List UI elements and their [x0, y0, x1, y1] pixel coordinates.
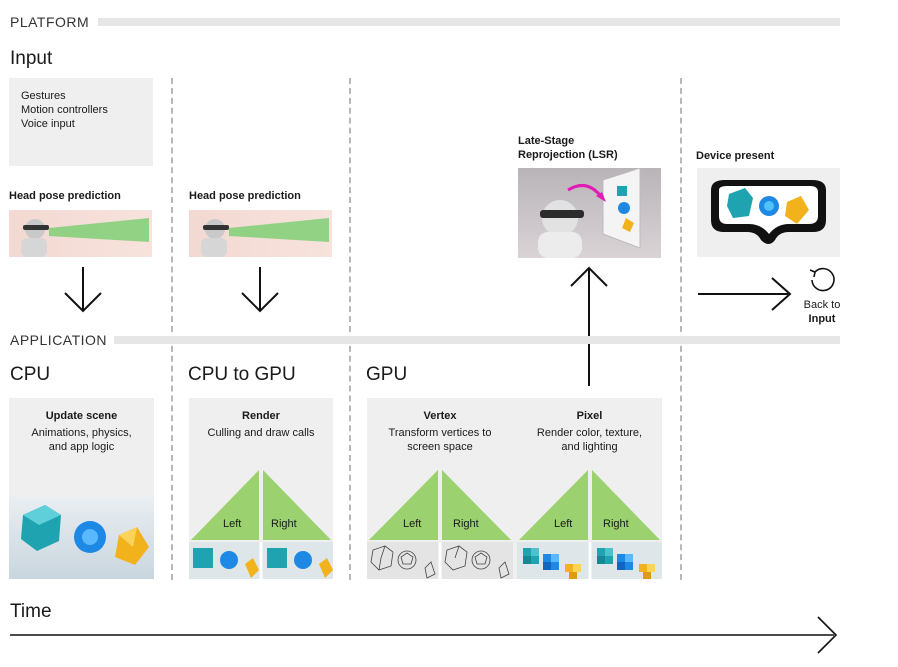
down-arrow-icon: [239, 265, 281, 315]
right-eye-label: Right: [453, 518, 479, 530]
vertex-title: Vertex: [423, 410, 457, 422]
head-pose-label: Head pose prediction: [9, 190, 121, 202]
update-scene-desc-line2: and app logic: [48, 441, 115, 453]
head-pose-image: [9, 210, 152, 257]
render-eye-triangles: [189, 470, 333, 542]
vertex-desc-line1: Transform vertices to: [388, 427, 492, 439]
lsr-label: Late-Stage Reprojection (LSR): [518, 134, 618, 162]
pixel-raster-image: [517, 542, 662, 579]
back-target-text: Input: [808, 313, 836, 325]
left-eye-label: Left: [223, 518, 242, 530]
pixel-block: Pixel Render color, texture, and lightin…: [517, 409, 662, 454]
right-eye-label: Right: [603, 518, 629, 530]
pixel-desc-line1: Render color, texture,: [536, 427, 643, 439]
cpu-to-gpu-title: CPU to GPU: [188, 364, 296, 385]
gpu-box: Vertex Transform vertices to screen spac…: [367, 398, 662, 579]
cpu-title: CPU: [10, 364, 51, 385]
device-present-label: Device present: [696, 150, 775, 162]
scene-objects-image: [9, 497, 154, 579]
update-scene-desc-line1: Animations, physics,: [31, 427, 132, 439]
input-title: Input: [10, 48, 53, 69]
pixel-eye-triangles: [517, 470, 662, 542]
up-arrow-icon: [568, 264, 610, 388]
render-title: Render: [242, 410, 280, 422]
left-eye-label: Left: [403, 518, 422, 530]
render-box: Render Culling and draw calls Left Right: [189, 398, 333, 579]
right-eye-label: Right: [271, 518, 297, 530]
right-arrow-icon: [696, 276, 796, 312]
lsr-image: [518, 168, 661, 258]
vertex-desc-line2: screen space: [407, 441, 473, 453]
loop-back-icon: [807, 265, 837, 295]
platform-divider: [98, 18, 840, 26]
column-separator: [680, 78, 682, 580]
render-desc-line1: Culling and draw calls: [207, 427, 315, 439]
vertex-eye-triangles: [367, 470, 513, 542]
input-item-voice-input: Voice input: [21, 118, 75, 130]
column-separator: [349, 78, 351, 580]
lsr-label-line1: Late-Stage: [518, 135, 575, 147]
application-divider: [114, 336, 840, 344]
input-item-motion-controllers: Motion controllers: [21, 104, 108, 116]
head-pose-image: [189, 210, 332, 257]
platform-section-label: PLATFORM: [10, 14, 90, 30]
head-pose-label: Head pose prediction: [189, 190, 301, 202]
device-present-image: [697, 168, 840, 257]
left-eye-label: Left: [554, 518, 573, 530]
back-to-text: Back to: [803, 299, 841, 311]
pixel-title: Pixel: [576, 410, 603, 422]
update-scene-title: Update scene: [45, 410, 118, 422]
vertex-wireframe-image: [367, 542, 513, 579]
down-arrow-icon: [62, 265, 104, 315]
lsr-label-line2: Reprojection (LSR): [518, 149, 618, 161]
gpu-title: GPU: [366, 364, 408, 385]
application-section-label: APPLICATION: [10, 332, 108, 348]
update-scene-box: Update scene Animations, physics, and ap…: [9, 398, 154, 579]
time-label: Time: [10, 601, 52, 622]
time-axis-arrow-icon: [8, 614, 840, 656]
pixel-desc-line2: and lighting: [561, 441, 618, 453]
render-objects-image: [189, 542, 333, 579]
column-separator: [171, 78, 173, 580]
back-to-input-label: Back to Input: [797, 298, 847, 326]
input-box: Gestures Motion controllers Voice input: [9, 78, 153, 166]
vertex-block: Vertex Transform vertices to screen spac…: [367, 409, 513, 454]
input-item-gestures: Gestures: [21, 90, 66, 102]
